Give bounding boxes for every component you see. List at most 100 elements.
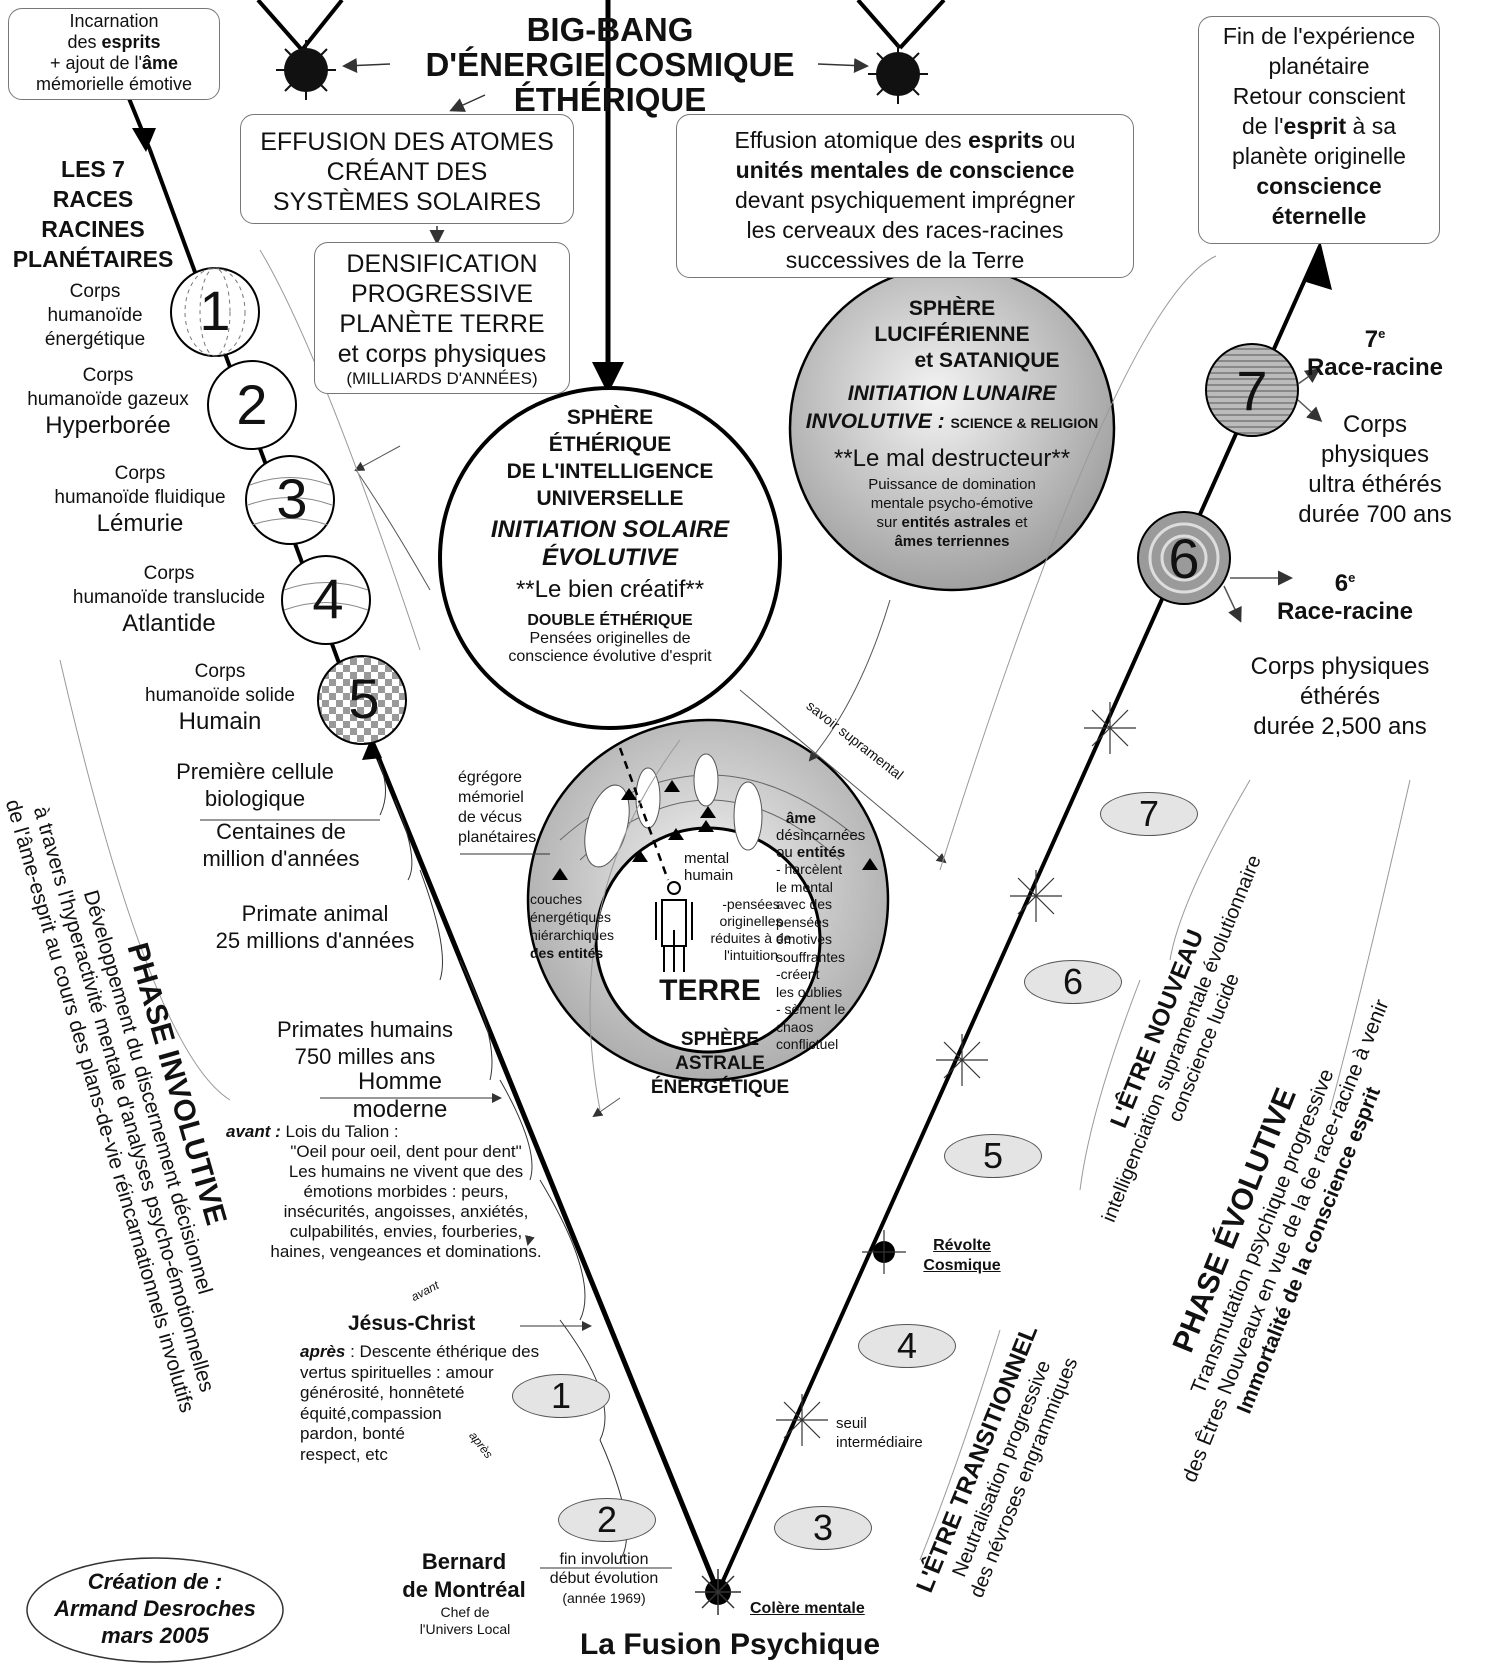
annee-1969: (année 1969) xyxy=(562,1590,646,1606)
primates-humans: Primates humains 750 milles ans xyxy=(276,1017,454,1069)
ame-1: âme xyxy=(786,810,817,827)
top-line xyxy=(898,0,946,50)
densification-box: DENSIFICATION PROGRESSIVE PLANÈTE TERRE … xyxy=(314,242,570,394)
end-line-4: de l'esprit à sa xyxy=(1242,113,1396,139)
race-6-ordinal: 6 xyxy=(1334,570,1349,597)
top-line xyxy=(856,0,902,50)
race-4-text: Corps humanoïde translucide Atlantide xyxy=(58,562,280,638)
race-7-ordinal: 7 xyxy=(1364,326,1379,353)
lucifer-p3: sur entités astrales et xyxy=(876,514,1028,531)
bernard-montreal: Bernard de Montréal xyxy=(402,1549,526,1602)
v-left xyxy=(369,741,721,1593)
race-5-number: 5 xyxy=(348,667,380,730)
races-title: LES 7 RACES RACINES PLANÉTAIRES xyxy=(12,156,174,272)
race-6-number: 6 xyxy=(1168,527,1200,590)
race-sphere-4 xyxy=(281,555,371,645)
race-2-text: Corps humanoïde gazeux Hyperborée xyxy=(8,364,208,440)
race-5-text: Corps humanoïde solide Humain xyxy=(130,660,310,736)
stage-ellipse-5: 5 xyxy=(944,1134,1042,1178)
race-5-name: Humain xyxy=(178,708,262,735)
first-cell: Première cellule biologique xyxy=(176,759,334,811)
race-6-race: Race-racine xyxy=(1276,598,1414,625)
end-line-1: Fin de l'expérience xyxy=(1222,23,1416,49)
race-2-number: 2 xyxy=(236,373,268,436)
bigbang-line-1: BIG-BANG xyxy=(526,11,694,48)
race-2-label: Corps humanoïde gazeux xyxy=(27,365,189,410)
astral-label: SPHÈRE ASTRALE ÉNERGÉTIQUE xyxy=(650,1029,790,1098)
end-line-5: planète originelle xyxy=(1232,143,1406,169)
terre-label: TERRE xyxy=(659,974,761,1007)
lucifer-evil: **Le mal destructeur** xyxy=(833,445,1071,472)
lucifer-title-2: LUCIFÉRIENNE xyxy=(874,323,1030,346)
ether-double-sub: Pensées originelles de conscience évolut… xyxy=(508,630,712,665)
v-right xyxy=(716,245,1322,1593)
end-line-2: planétaire xyxy=(1268,53,1370,79)
lucifer-p1: Puissance de domination xyxy=(868,476,1036,493)
race-3-name: Lémurie xyxy=(96,510,184,537)
race-sphere-5 xyxy=(317,655,407,745)
effusion-spirits-line-1: Effusion atomique des esprits ou xyxy=(734,127,1076,153)
race-4-name: Atlantide xyxy=(122,610,216,637)
apres-block: après : Descente éthérique des vertus sp… xyxy=(300,1342,580,1465)
race-sphere-2 xyxy=(207,360,297,450)
ether-good: **Le bien créatif** xyxy=(515,576,705,603)
stage-ellipse-7: 7 xyxy=(1100,792,1198,836)
stage-ellipse-6: 6 xyxy=(1024,960,1122,1004)
end-experience-box: Fin de l'expérience planétaire Retour co… xyxy=(1198,16,1440,244)
ether-sphere-title: SPHÈRE ÉTHÉRIQUE DE L'INTELLIGENCE UNIVE… xyxy=(506,406,714,510)
race-7-title: 7e Race-racine xyxy=(1290,320,1460,382)
ame-2: désincarnées xyxy=(776,827,866,844)
race-5-label: Corps humanoïde solide xyxy=(145,661,295,706)
lucifer-init-2: INVOLUTIVE : SCIENCE & RELIGION xyxy=(805,410,1099,433)
incarnation-box: Incarnation des esprits + ajout de l'âme… xyxy=(8,8,220,100)
seuil-intermediaire: seuil intermédiaire xyxy=(836,1415,923,1451)
race-sphere-7 xyxy=(1205,343,1299,437)
fin-involution: fin involution début évolution xyxy=(549,1551,659,1587)
race-2-name: Hyperborée xyxy=(45,412,171,439)
thoughts-label: -pensées originelles réduites à de l'int… xyxy=(710,896,792,963)
layers-label: couches énergétiques hiérarchiques des e… xyxy=(530,891,615,961)
lucifer-sphere: SPHÈRE LUCIFÉRIENNE et SATANIQUE INITIAT… xyxy=(776,296,1128,551)
jesus-christ: Jésus-Christ xyxy=(348,1312,476,1335)
chef-univers: Chef de l'Univers Local xyxy=(419,1604,511,1637)
race-6-sup: e xyxy=(1348,570,1356,585)
incarnation-line-2: des esprits xyxy=(67,32,161,52)
v-stars xyxy=(776,702,1136,1446)
stage-ellipse-4: 4 xyxy=(858,1324,956,1368)
talion-block: avant : Lois du Talion : "Oeil pour oeil… xyxy=(226,1122,566,1262)
talion-text: "Oeil pour oeil, dent pour dent" Les hum… xyxy=(270,1142,542,1261)
ether-sphere: SPHÈRE ÉTHÉRIQUE DE L'INTELLIGENCE UNIVE… xyxy=(450,404,770,666)
apres-text: : Descente éthérique des vertus spiritue… xyxy=(300,1342,540,1464)
ether-double: DOUBLE ÉTHÉRIQUE xyxy=(527,612,693,629)
lucifer-title-3: et SATANIQUE xyxy=(914,349,1060,372)
effusion-spirits-line-2: unités mentales de conscience xyxy=(735,157,1075,183)
creation-credit: Création de : Armand Desroches mars 2005 xyxy=(54,1569,256,1648)
ame-block: âme désincarnées ou entités - harcèlent … xyxy=(776,810,886,1054)
race-6-title: 6e Race-racine xyxy=(1260,564,1430,626)
central-arrowhead xyxy=(592,362,624,394)
primate-animal: Primate animal 25 millions d'années xyxy=(215,901,415,953)
effusion-spirits-line-3: devant psychiquement imprégner xyxy=(734,187,1076,213)
burst-left xyxy=(276,40,336,100)
fusion-psychique: La Fusion Psychique xyxy=(579,1628,881,1661)
revolte-cosmique: Révolte Cosmique xyxy=(923,1237,1001,1274)
race-7-body: Corps physiques ultra éthérés durée 700 … xyxy=(1298,411,1452,528)
stage-ellipse-2: 2 xyxy=(558,1498,656,1542)
race-3-text: Corps humanoïde fluidique Lémurie xyxy=(40,462,240,538)
ame-3: ou entités xyxy=(776,844,846,861)
incarnation-line-4: mémorielle émotive xyxy=(35,74,193,94)
mental-label: mental humain xyxy=(684,850,734,884)
race-7-race: Race-racine xyxy=(1306,354,1444,381)
race-4-number: 4 xyxy=(312,567,344,630)
colere-mentale: Colère mentale xyxy=(750,1600,865,1617)
human-figure xyxy=(655,881,693,972)
ame-list: - harcèlent le mental avec des pensées é… xyxy=(776,861,846,1052)
ether-initiation: INITIATION SOLAIRE ÉVOLUTIVE xyxy=(490,516,730,571)
hundreds-millions: Centaines de million d'années xyxy=(202,819,360,871)
effusion-spirits-line-5: successives de la Terre xyxy=(785,247,1025,273)
end-line-6: conscience xyxy=(1256,173,1382,199)
race-sphere-3 xyxy=(245,455,335,545)
lucifer-p2: mentale psycho-émotive xyxy=(870,495,1034,512)
effusion-spirits-box: Effusion atomique des esprits ou unités … xyxy=(676,114,1134,278)
race-7-sup: e xyxy=(1378,326,1386,341)
